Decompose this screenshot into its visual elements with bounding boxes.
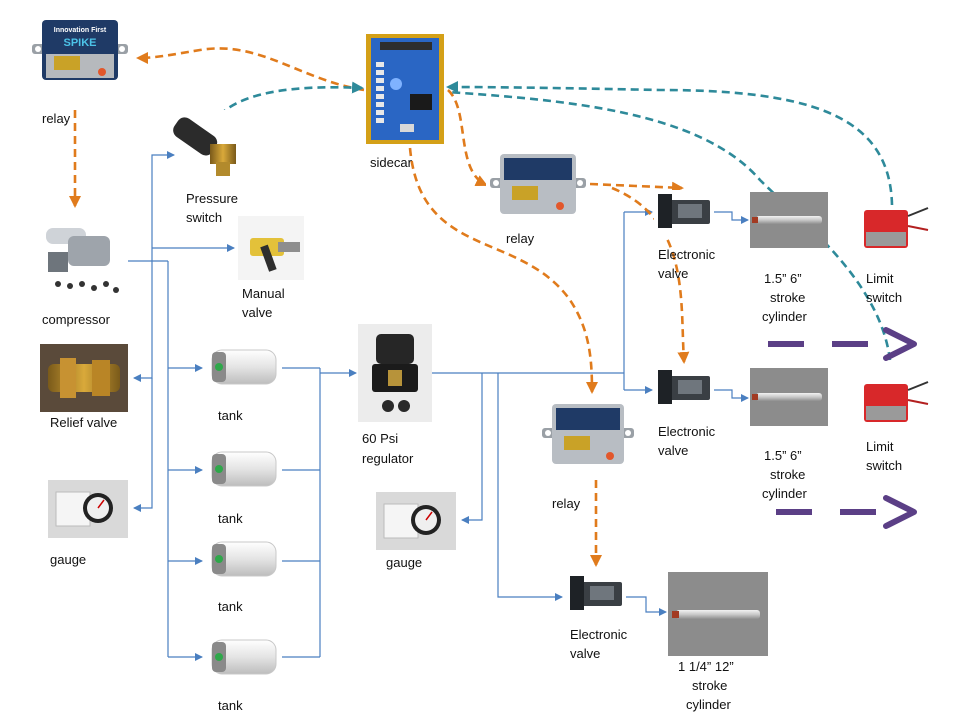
label-gauge-mid: gauge — [386, 555, 422, 570]
label-compressor: compressor — [42, 312, 111, 327]
control-wires — [69, 47, 690, 567]
label-valve-low-2: valve — [570, 646, 600, 661]
compressor — [38, 216, 128, 302]
cylinder-top — [750, 192, 828, 248]
label-relief-valve: Relief valve — [50, 415, 117, 430]
limit-switch-mid — [858, 380, 929, 428]
label-cyl-mid-2: stroke — [770, 467, 805, 482]
line-to-pressure-switch — [151, 151, 175, 261]
label-limit-top-2: switch — [866, 290, 902, 305]
sidecar — [366, 34, 444, 144]
label-limit-mid-1: Limit — [866, 439, 894, 454]
label-gauge-left: gauge — [50, 552, 86, 567]
label-cyl-top-1: 1.5” 6” — [764, 271, 802, 286]
wire-relay-mid-to-valve-top — [589, 181, 684, 194]
label-cyl-top-2: stroke — [770, 290, 805, 305]
electronic-valve-mid — [654, 366, 714, 412]
relay-mid — [486, 148, 590, 230]
tank-3 — [206, 528, 280, 590]
label-sidecar: sidecar — [370, 155, 413, 170]
label-pressure-switch-2: switch — [186, 210, 222, 225]
relay-top: Innovation First SPIKE — [28, 14, 132, 96]
line-to-gauge-mid — [461, 373, 483, 524]
label-relay-top: relay — [42, 111, 71, 126]
limit-switch-top — [858, 206, 929, 254]
regulator — [358, 324, 432, 422]
label-pressure-switch-1: Pressure — [186, 191, 238, 206]
label-regulator-1: 60 Psi — [362, 431, 398, 446]
label-cyl-low-3: cylinder — [686, 697, 731, 712]
tank-4 — [206, 626, 280, 688]
label-cyl-mid-1: 1.5” 6” — [764, 448, 802, 463]
valve-top-to-cyl — [712, 211, 749, 224]
label-tank-4: tank — [218, 698, 243, 713]
cylinder-mid — [750, 368, 828, 426]
wire-sidecar-to-relay-low — [408, 147, 598, 394]
label-valve-low-1: Electronic — [570, 627, 628, 642]
label-valve-top-2: valve — [658, 266, 688, 281]
label-cyl-low-2: stroke — [692, 678, 727, 693]
motion-arrows — [768, 327, 917, 529]
valve-low-to-cyl — [626, 596, 667, 616]
label-relay-mid: relay — [506, 231, 535, 246]
relay-brand-text: Innovation First — [54, 27, 107, 34]
label-cyl-top-3: cylinder — [762, 309, 807, 324]
line-to-valve-low — [497, 373, 563, 601]
motion-arrow-mid-head — [883, 495, 917, 529]
wire-relay-mid-to-valve-mid — [611, 186, 690, 364]
label-valve-mid-2: valve — [658, 443, 688, 458]
label-valve-mid-1: Electronic — [658, 424, 716, 439]
relay-product-text: SPIKE — [63, 37, 96, 49]
cylinder-low — [668, 572, 768, 656]
tank-2 — [206, 438, 280, 500]
wire-limit-top-to-sidecar — [446, 81, 894, 206]
electronic-valve-top — [654, 190, 714, 236]
label-tank-2: tank — [218, 511, 243, 526]
label-cyl-mid-3: cylinder — [762, 486, 807, 501]
label-limit-mid-2: switch — [866, 458, 902, 473]
label-limit-top-1: Limit — [866, 271, 894, 286]
pneumatic-lines — [128, 151, 749, 661]
electronic-valve-low — [566, 572, 626, 618]
line-to-gauge-left — [133, 378, 153, 512]
valve-mid-to-cyl — [712, 389, 749, 402]
motion-arrow-top-head — [883, 327, 917, 361]
label-relay-low: relay — [552, 496, 581, 511]
wire-limit-mid-to-sidecar — [447, 90, 892, 361]
wire-sidecar-to-relay-top — [136, 47, 365, 92]
pressure-switch — [173, 110, 246, 190]
label-cyl-low-1: 1 1/4” 12” — [678, 659, 734, 674]
line-to-relief-valve — [133, 261, 153, 382]
label-tank-3: tank — [218, 599, 243, 614]
gauge-left — [48, 480, 128, 538]
manual-valve — [238, 216, 304, 280]
gauge-mid — [376, 492, 456, 550]
relay-low — [538, 398, 638, 478]
tank-1 — [206, 336, 280, 398]
label-tank-1: tank — [218, 408, 243, 423]
label-manual-valve-1: Manual — [242, 286, 285, 301]
label-manual-valve-2: valve — [242, 305, 272, 320]
relief-valve — [40, 344, 128, 412]
label-valve-top-1: Electronic — [658, 247, 716, 262]
label-regulator-2: regulator — [362, 451, 414, 466]
wire-sidecar-to-relay-mid — [447, 89, 488, 187]
